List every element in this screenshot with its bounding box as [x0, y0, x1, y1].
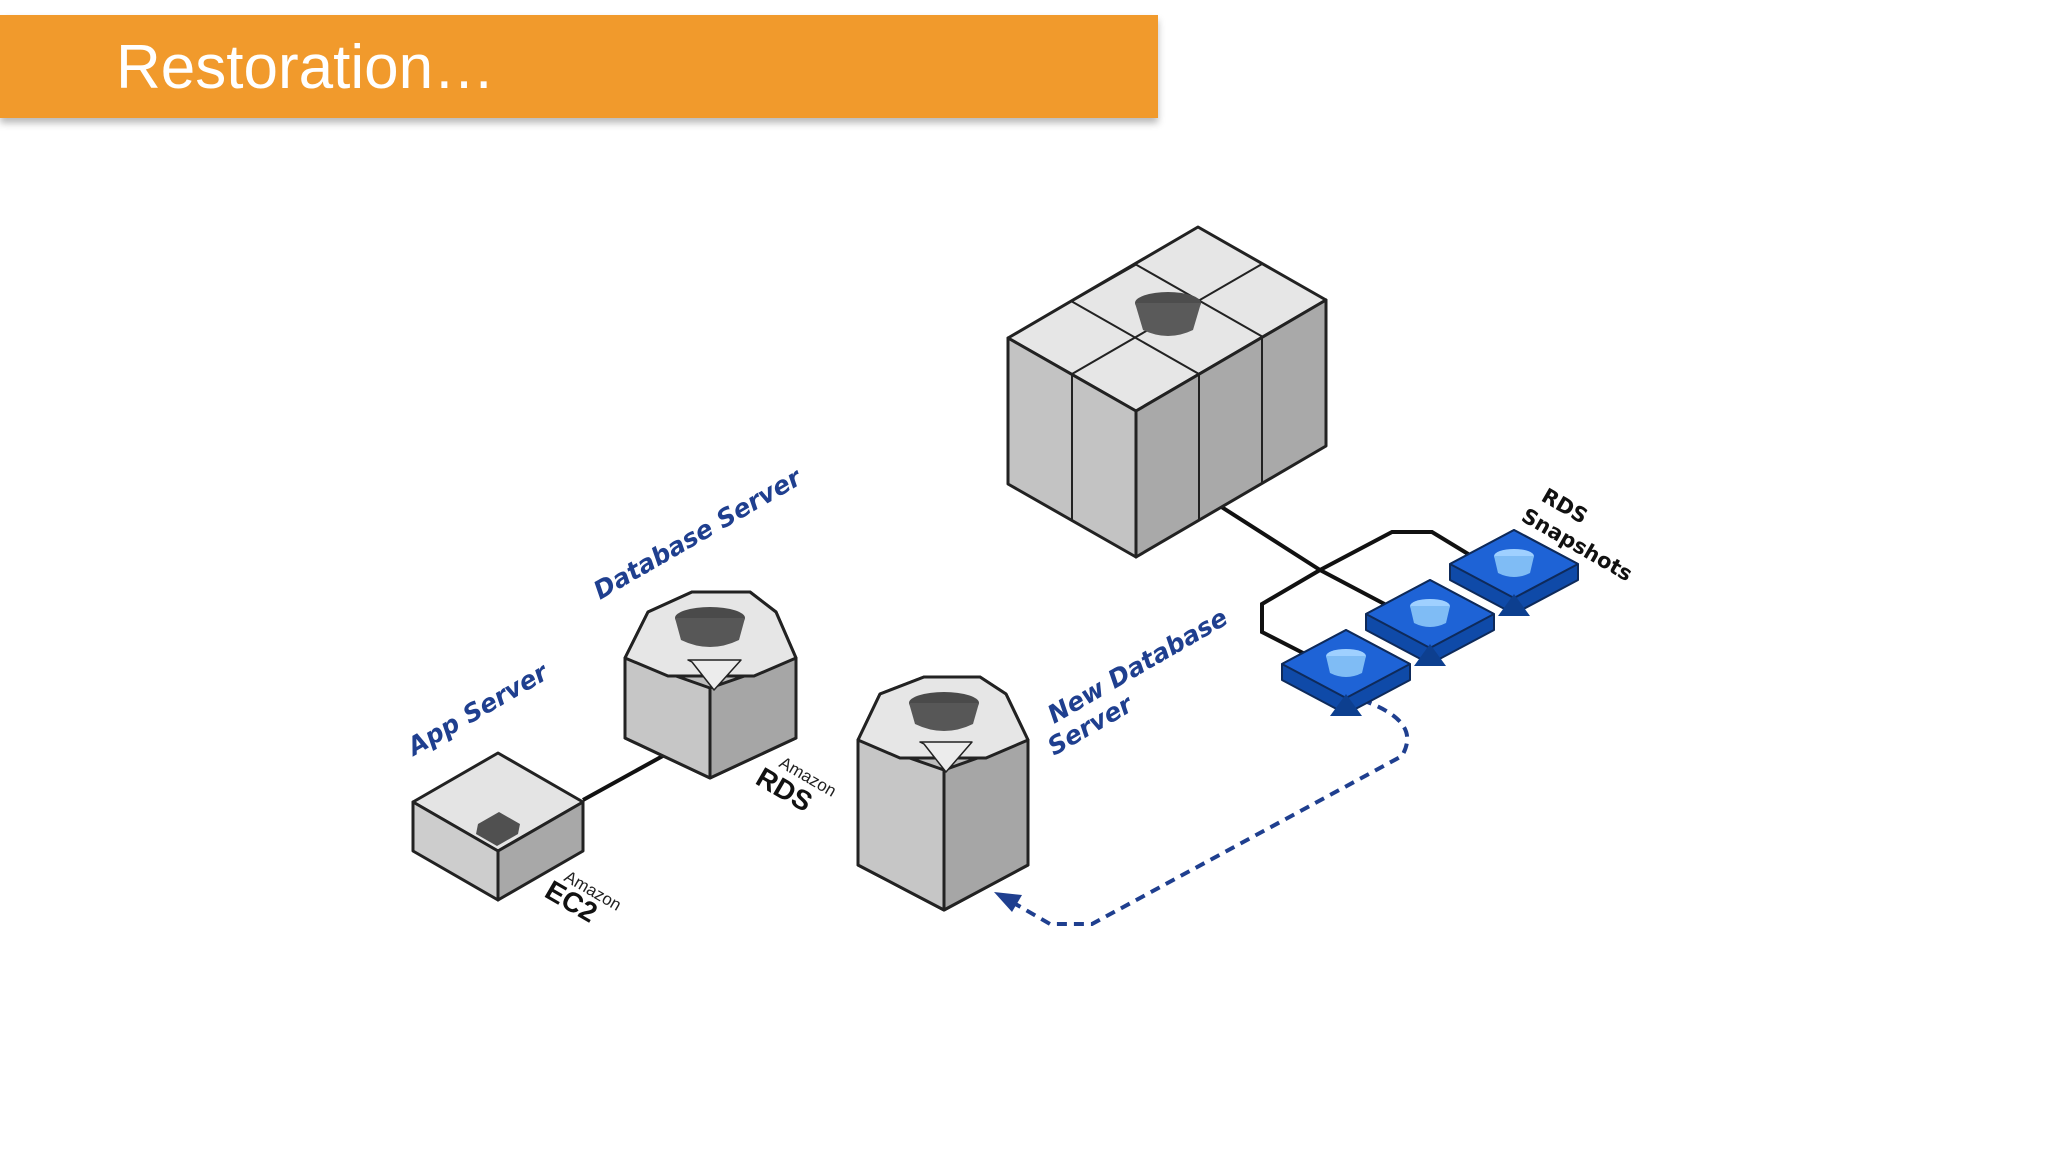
connector-storage-snapshot-2 — [1319, 568, 1393, 610]
rds-snapshot-3 — [1449, 529, 1579, 616]
restore-arrow — [1010, 698, 1410, 926]
bucket-icon — [1135, 292, 1201, 336]
snapshot-icon — [1494, 549, 1534, 577]
chip-icon — [476, 812, 520, 846]
new-database-server — [856, 675, 1030, 912]
connector-storage-snapshot-3 — [1319, 530, 1480, 572]
connector-storage-snapshot-1 — [1218, 504, 1324, 656]
ec2-app-server — [411, 751, 585, 902]
title-bar: Restoration… — [0, 15, 1158, 118]
slide-title: Restoration… — [116, 33, 496, 102]
database-server-label: Database Server — [589, 462, 808, 605]
snapshot-icon — [1410, 599, 1450, 627]
new-database-server-label-line1: New Database — [1043, 603, 1233, 729]
rds-snapshot-1 — [1281, 629, 1411, 716]
rds-database-server — [623, 590, 798, 780]
restore-arrowhead — [994, 892, 1022, 912]
database-icon — [675, 607, 745, 647]
database-icon — [909, 692, 979, 731]
snapshot-icon — [1326, 649, 1366, 677]
connector-ec2-rds — [582, 750, 671, 802]
app-server-label: App Server — [401, 657, 554, 762]
storage-block — [1006, 225, 1328, 559]
rds-snapshot-2 — [1365, 579, 1495, 666]
